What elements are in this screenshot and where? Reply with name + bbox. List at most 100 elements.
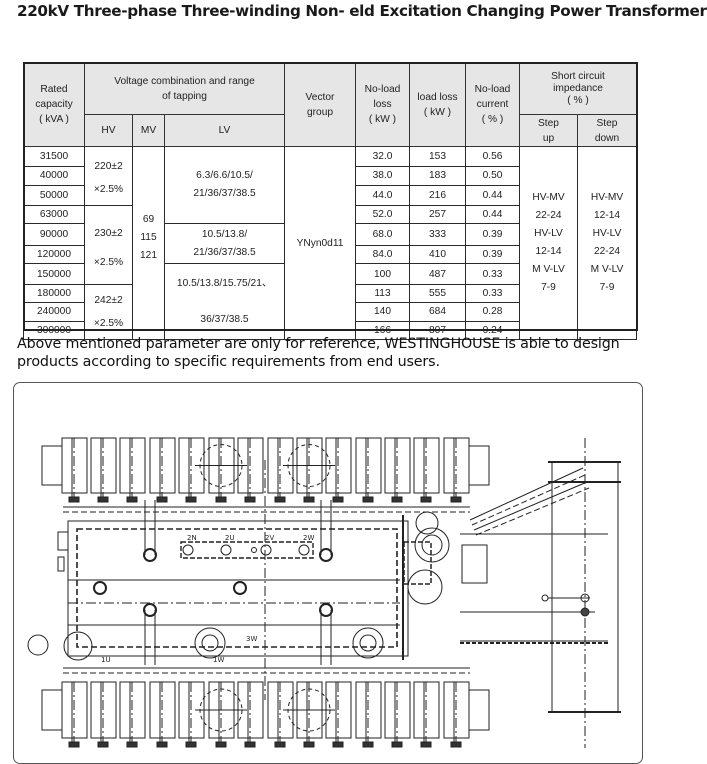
bushing (233, 581, 247, 595)
header-text: ( % ) (481, 114, 504, 125)
flange-circle (201, 634, 219, 652)
step-down-cell: HV-MV 12-14 HV-LV 22-24 M V-LV 7-9 (576, 146, 638, 340)
terminal-label-1u: 1U (101, 656, 111, 664)
lv-value: 21/36/37/38.5 (193, 246, 256, 258)
conservator-circle (415, 511, 439, 535)
impedance-text: 7-9 (599, 282, 615, 293)
terminal-label-2n: 2N (187, 534, 197, 542)
radiator-end-box (41, 689, 63, 731)
header-step-down: Step down (576, 114, 638, 147)
tank-dashed (76, 528, 398, 648)
lv-cell: 10.5/13.8/15.75/21、 36/37/38.5 (164, 263, 285, 340)
table-row: 150000 10.5/13.8/15.75/21、 36/37/38.5 10… (23, 263, 637, 340)
lv-cell: 6.3/6.6/10.5/ 21/36/37/38.5 (164, 145, 285, 225)
bushing (143, 603, 157, 617)
bushing (93, 581, 107, 595)
side-box (57, 556, 65, 572)
radiator-valve (97, 496, 109, 503)
tank-body (67, 520, 409, 657)
mv-value: 121 (140, 250, 157, 261)
impedance-text: HV-LV (534, 228, 563, 239)
conservator-circle (421, 534, 443, 556)
terminal-label-2u: 2U (225, 534, 235, 542)
impedance-text: 12-14 (593, 210, 621, 221)
radiator-valve (215, 496, 227, 503)
impedance-text: HV-LV (592, 228, 622, 239)
radiator-valve (68, 496, 80, 503)
hv-cell: 220±2 ×2.5% (84, 146, 133, 206)
radiator-valve (97, 741, 109, 748)
header-text: ( kVA ) (39, 114, 69, 125)
bushing (319, 548, 333, 562)
impedance-text: 7-9 (541, 282, 556, 293)
side-box (57, 531, 69, 551)
header-no-load-current: No-load current ( % ) (465, 62, 520, 147)
radiator-valve (244, 496, 256, 503)
table-row: 63000 230±2 ×2.5% 52.0 257 0.44 (23, 204, 637, 285)
hv-value: 230±2 (94, 227, 123, 239)
header-text: ( kW ) (368, 114, 397, 125)
lv-value: 10.5/13.8/15.75/21、 (176, 277, 273, 289)
hv-value: 242±2 (94, 294, 123, 306)
conservator-circle (414, 527, 450, 563)
conservator-circle (407, 569, 443, 605)
vector-group-cell: YNyn0d11 (284, 146, 356, 340)
radiator-valve (391, 741, 403, 748)
hv-tap: ×2.5% (93, 318, 124, 330)
pipe (469, 467, 584, 521)
impedance-text: 12-14 (535, 246, 562, 257)
mv-value: 69 (142, 214, 155, 225)
bushing (143, 548, 157, 562)
bushing-circle (182, 544, 194, 556)
header-hv: HV (84, 114, 133, 147)
bushing-small (251, 547, 257, 553)
header-text: No-load (364, 84, 401, 95)
hv-value: 220±2 (94, 160, 123, 172)
header-text: Step (538, 117, 559, 129)
radiator-valve (185, 496, 197, 503)
radiator-valve (450, 741, 462, 748)
radiator-valve (215, 741, 227, 748)
no-load-current-cell: 0.33 (465, 283, 520, 304)
table-row: 180000 242±2 ×2.5% 113 555 0.33 (23, 283, 637, 340)
load-loss-cell: 333 (409, 223, 466, 246)
radiator-valve (126, 496, 138, 503)
radiator-valve (362, 741, 374, 748)
radiator-valve (156, 741, 168, 748)
hv-tap: ×2.5% (93, 257, 124, 269)
lv-value: 21/36/37/38.5 (193, 188, 256, 200)
radiator-end-box (468, 445, 490, 486)
page-title: 220kV Three-phase Three-winding Non- eld… (17, 2, 707, 20)
bushing-circle (298, 544, 310, 556)
radiator-end-box (41, 445, 63, 486)
flange-circle (194, 627, 226, 659)
lv-cell: 10.5/13.8/ 21/36/37/38.5 (164, 223, 285, 264)
flange-circle (359, 634, 377, 652)
header-text: No-load (474, 84, 511, 95)
header-text: Vector (305, 91, 335, 103)
control-box (461, 544, 488, 584)
impedance-text: HV-MV (590, 192, 624, 203)
terminal-label-3w: 3W (246, 635, 257, 643)
radiator-valve (450, 496, 462, 503)
transformer-outline-drawing: 2N 2U 2V 2W 1U 1W 3W (27, 437, 621, 748)
radiator-valve (185, 741, 197, 748)
header-text: capacity (35, 99, 73, 110)
header-step-up: Step up (519, 114, 578, 147)
radiator-valve (274, 496, 286, 503)
radiator-valve (332, 496, 344, 503)
lv-value: 10.5/13.8/ (201, 228, 248, 240)
impedance-text: M V-LV (590, 264, 624, 275)
radiator-valve (391, 496, 403, 503)
radiator-valve (244, 741, 256, 748)
header-text: Step (596, 117, 618, 129)
flange-circle (27, 634, 49, 656)
radiator-valve (420, 741, 432, 748)
header-text: ( % ) (567, 94, 589, 106)
pipe (475, 487, 590, 536)
header-text: ( kW ) (423, 106, 452, 118)
table-row: 40000 38.0 183 0.50 (23, 165, 637, 187)
header-text: of tapping (162, 90, 207, 102)
flange-circle (63, 631, 93, 661)
header-lv: LV (164, 114, 285, 147)
